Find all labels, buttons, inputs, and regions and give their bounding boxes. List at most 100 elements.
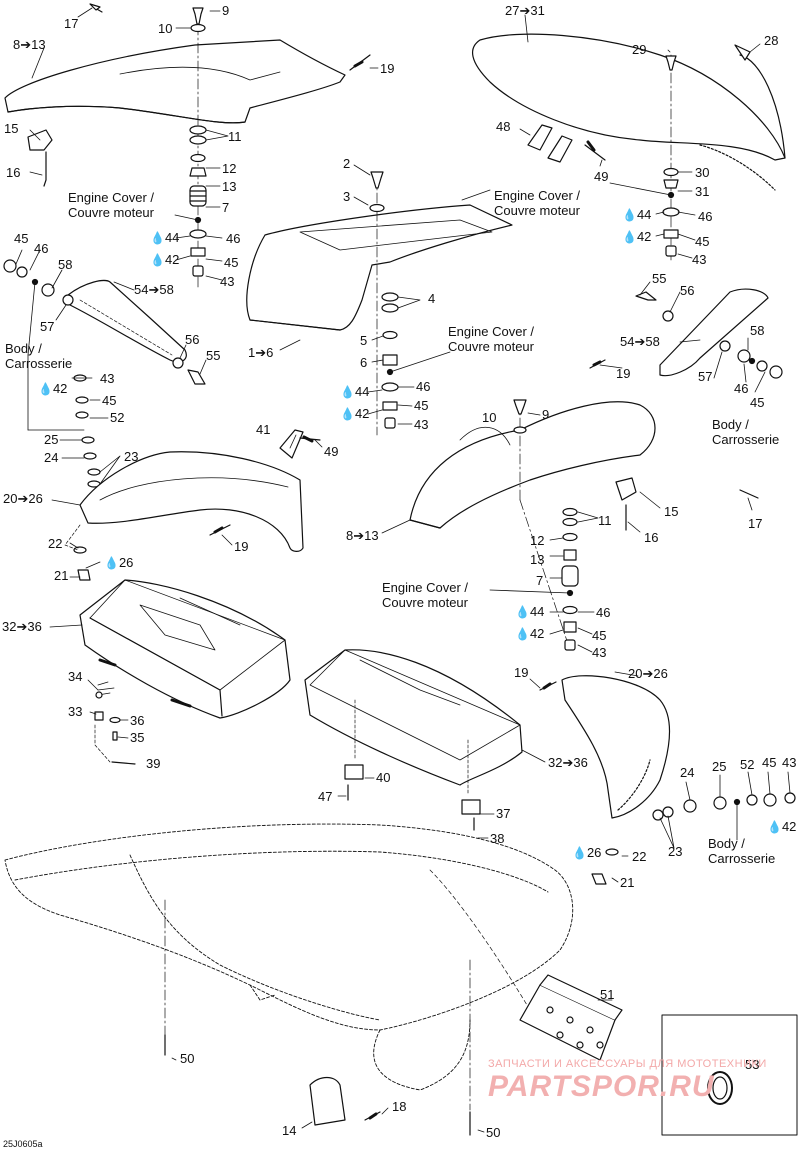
callout-46b: 46 <box>698 209 713 224</box>
note-engine-cover-4: Engine Cover / Couvre moteur <box>382 580 468 610</box>
callout-45d: 45 <box>14 231 29 246</box>
callout-57a: 57 <box>40 319 55 334</box>
callout-22a: 22 <box>48 536 63 551</box>
callout-7: 7 <box>222 200 230 215</box>
callout-41: 41 <box>256 422 271 437</box>
callout-42c: 💧42 <box>340 406 370 422</box>
seat-cover-top-left <box>4 39 346 124</box>
callout-23b: 23 <box>668 844 683 859</box>
callout-58a: 58 <box>58 257 73 272</box>
callout-44d: 💧44 <box>515 604 545 620</box>
seat-cushion-right <box>304 649 523 786</box>
callout-52a: 52 <box>110 410 125 425</box>
callout-37: 37 <box>496 806 511 821</box>
callout-32-36a: 32➔36 <box>2 619 42 634</box>
callout-50a: 50 <box>180 1051 195 1066</box>
callout-46: 46 <box>226 231 241 246</box>
callout-27-31: 27➔31 <box>505 3 545 18</box>
callout-44: 💧44 <box>150 230 180 246</box>
callout-20-26b: 20➔26 <box>628 666 668 681</box>
callout-25b: 25 <box>712 759 727 774</box>
callout-47: 47 <box>318 789 333 804</box>
callout-46f: 46 <box>596 605 611 620</box>
callout-3: 3 <box>343 189 351 204</box>
callout-54-58a: 54➔58 <box>134 282 174 297</box>
callout-6: 6 <box>360 355 368 370</box>
callout-9: 9 <box>222 3 230 18</box>
bracket-plate-51 <box>519 974 623 1061</box>
callout-24b: 24 <box>680 765 695 780</box>
callout-26a: 💧26 <box>104 555 134 571</box>
callout-12: 12 <box>222 161 237 176</box>
callout-46c: 46 <box>416 379 431 394</box>
seat-cover-center-right <box>409 401 656 529</box>
callout-42f: 💧42 <box>767 819 797 835</box>
callout-8-13b: 8➔13 <box>346 528 379 543</box>
callout-57b: 57 <box>698 369 713 384</box>
callout-44c: 💧44 <box>340 384 370 400</box>
callout-44b: 💧44 <box>622 207 652 223</box>
callout-14: 14 <box>282 1123 297 1138</box>
callout-16: 16 <box>6 165 21 180</box>
callout-50b: 50 <box>486 1125 501 1140</box>
callout-19c: 19 <box>234 539 249 554</box>
callout-5: 5 <box>360 333 368 348</box>
callout-45: 45 <box>224 255 239 270</box>
engine-cover-center <box>246 204 513 331</box>
figure-code: 25J0605a <box>3 1139 43 1149</box>
callout-4: 4 <box>428 291 436 306</box>
callout-32-36b: 32➔36 <box>548 755 588 770</box>
callout-45f: 45 <box>750 395 765 410</box>
callout-29: 29 <box>632 42 647 57</box>
callout-42e: 💧42 <box>515 626 545 642</box>
callout-22b: 22 <box>632 849 647 864</box>
watermark-logo: PARTSPOR.RU <box>488 1070 715 1103</box>
callout-45c: 45 <box>414 398 429 413</box>
callout-26b: 💧26 <box>572 845 602 861</box>
side-cover-right <box>561 675 670 819</box>
callout-16b: 16 <box>644 530 659 545</box>
callout-21b: 21 <box>620 875 635 890</box>
callout-43d: 43 <box>100 371 115 386</box>
callout-45g: 45 <box>592 628 607 643</box>
callout-58b: 58 <box>750 323 765 338</box>
callout-12b: 12 <box>530 533 545 548</box>
callout-8-13: 8➔13 <box>13 37 46 52</box>
callout-33: 33 <box>68 704 83 719</box>
side-cover-left <box>79 451 304 552</box>
callout-15b: 15 <box>664 504 679 519</box>
callout-55b: 55 <box>652 271 667 286</box>
callout-51: 51 <box>600 987 615 1002</box>
callout-36: 36 <box>130 713 145 728</box>
drop-icon: 💧 <box>150 253 165 267</box>
callout-43c: 43 <box>414 417 429 432</box>
callout-24a: 24 <box>44 450 59 465</box>
rear-cover-top-right <box>472 33 786 191</box>
note-engine-cover: Engine Cover / Couvre moteur <box>68 190 154 220</box>
callout-17b: 17 <box>748 516 763 531</box>
callout-35: 35 <box>130 730 145 745</box>
callout-13b: 13 <box>530 552 545 567</box>
note-engine-cover-2: Engine Cover / Couvre moteur <box>494 188 580 218</box>
callout-42b: 💧42 <box>622 229 652 245</box>
callout-43e: 43 <box>592 645 607 660</box>
callout-55a: 55 <box>206 348 221 363</box>
callout-9b: 9 <box>542 407 550 422</box>
callout-10: 10 <box>158 21 173 36</box>
callout-17: 17 <box>64 16 79 31</box>
callout-11b: 11 <box>598 513 612 528</box>
callout-43b: 43 <box>692 252 707 267</box>
callout-18: 18 <box>392 1099 407 1114</box>
callout-46d: 46 <box>34 241 49 256</box>
callout-19b: 19 <box>616 366 631 381</box>
callout-56b: 56 <box>680 283 695 298</box>
callout-25a: 25 <box>44 432 59 447</box>
callout-15: 15 <box>4 121 19 136</box>
callout-10b: 10 <box>482 410 497 425</box>
body-hull-outline <box>4 823 574 1091</box>
callout-21a: 21 <box>54 568 69 583</box>
callout-34: 34 <box>68 669 83 684</box>
callout-49b: 49 <box>324 444 339 459</box>
callout-49: 49 <box>594 169 609 184</box>
